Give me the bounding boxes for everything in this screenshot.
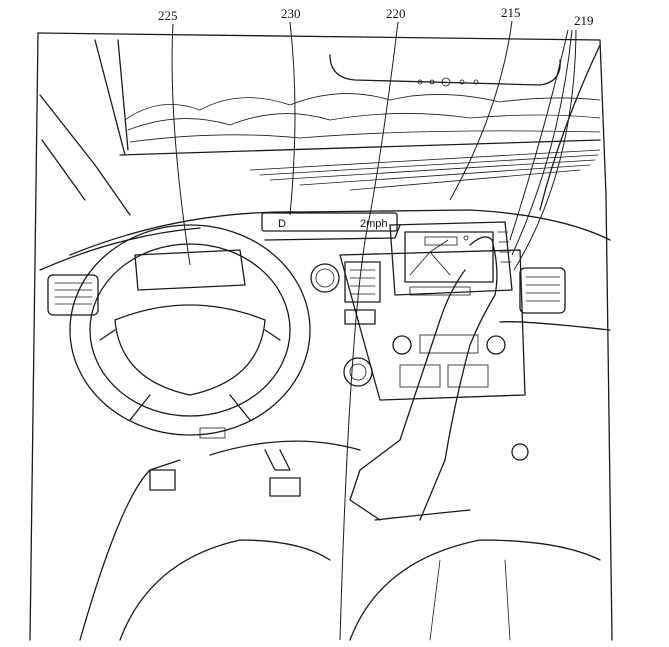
label-220: 220 (386, 6, 406, 21)
hud-speed: 2mph (360, 218, 388, 230)
rearview-mirror (329, 54, 561, 87)
driver-arm (349, 236, 498, 521)
cabin-frame (29, 32, 613, 641)
right-vent (519, 267, 566, 314)
dashboard (39, 209, 611, 331)
hud-display: D 2mph (261, 212, 398, 232)
hud-gear: D (278, 218, 286, 230)
lower-cabin (79, 440, 601, 641)
center-console (339, 249, 526, 401)
center-touchscreen (389, 221, 513, 296)
label-230: 230 (281, 6, 301, 21)
label-219: 219 (574, 13, 594, 28)
label-225: 225 (158, 8, 178, 23)
left-vent (47, 274, 99, 316)
steering-wheel (69, 224, 311, 439)
label-215: 215 (501, 5, 521, 20)
reference-labels: 225 230 220 215 219 (158, 5, 594, 641)
start-button (310, 263, 340, 293)
windshield (119, 93, 601, 191)
